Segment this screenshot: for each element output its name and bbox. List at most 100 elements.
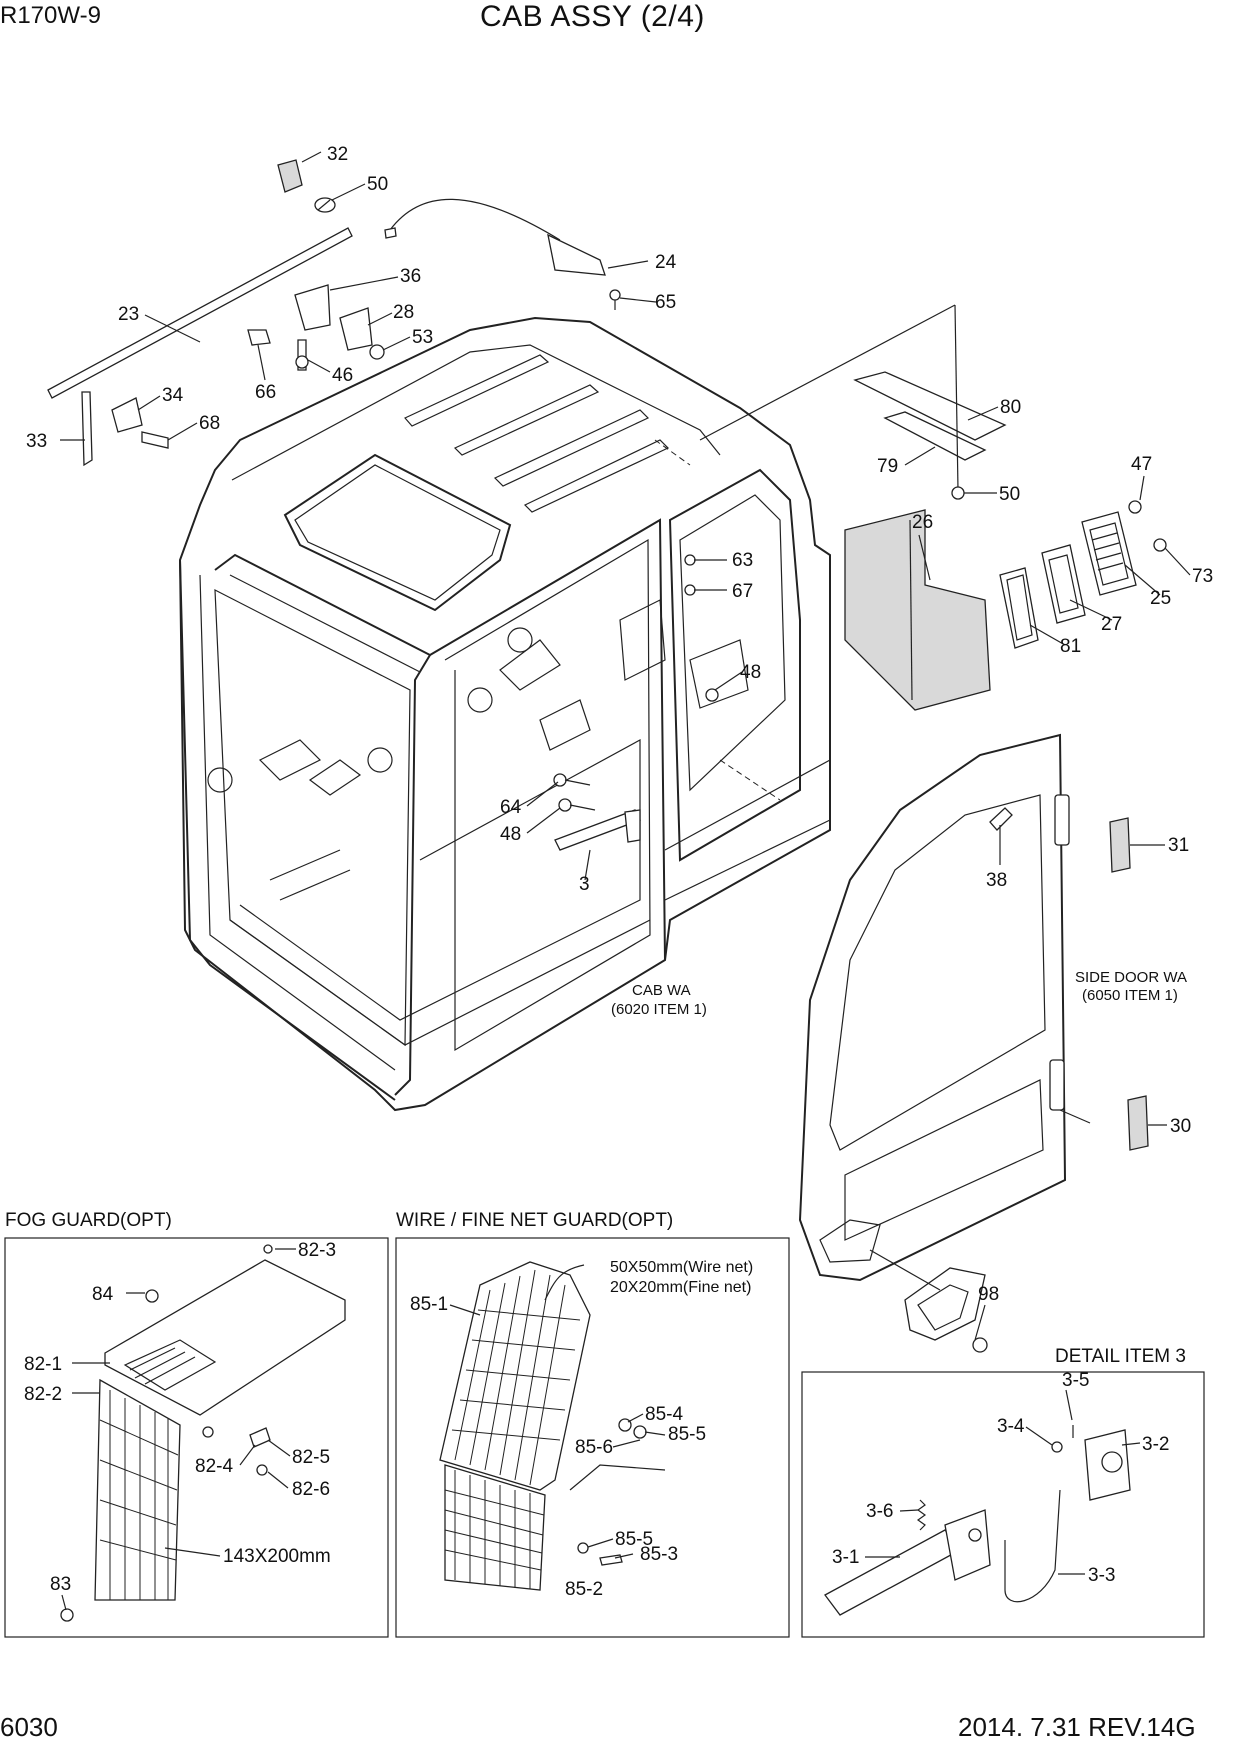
part-48-bolt <box>558 798 596 812</box>
side-door <box>798 733 1070 1282</box>
cab-frame <box>178 316 831 1112</box>
part-38-screw <box>989 807 1013 831</box>
callout-46: 46 <box>332 365 353 386</box>
fog-size-note: 143X200mm <box>223 1546 331 1567</box>
page-title: CAB ASSY (2/4) <box>480 0 705 33</box>
callout-3-3: 3-3 <box>1088 1565 1115 1586</box>
part-66-screw <box>247 329 271 346</box>
callout-24: 24 <box>655 252 677 273</box>
detail-spring <box>916 1499 927 1531</box>
callout-34: 34 <box>162 385 184 406</box>
part-32-clip <box>277 159 303 193</box>
detail-fasteners <box>1051 1425 1074 1453</box>
callout-labels: 32 50 24 65 36 28 53 23 46 66 34 68 33 8… <box>5 144 1213 1600</box>
side-door-wa-note: SIDE DOOR WA <box>1075 969 1187 986</box>
callout-85-3: 85-3 <box>640 1544 678 1565</box>
part-3-latch <box>554 809 641 851</box>
part-98-handle <box>904 1267 988 1353</box>
part-53-nut <box>369 344 385 360</box>
callout-82-2: 82-2 <box>24 1384 62 1405</box>
callout-3: 3 <box>579 874 590 895</box>
fog-guard-plate <box>104 1259 346 1416</box>
callout-81: 81 <box>1060 636 1081 657</box>
callout-98: 98 <box>978 1284 999 1305</box>
part-73-screw <box>1153 538 1167 552</box>
callout-65: 65 <box>655 292 676 313</box>
part-24-cable-box <box>384 198 606 276</box>
callout-82-3: 82-3 <box>298 1240 336 1261</box>
wire-net-panel <box>395 1237 790 1638</box>
callout-85-1: 85-1 <box>410 1294 448 1315</box>
model-code: R170W-9 <box>0 2 101 29</box>
fine-net-guard <box>444 1464 546 1591</box>
wire-net-guard <box>439 1261 591 1491</box>
callout-82-5: 82-5 <box>292 1447 330 1468</box>
cab-wa-note: CAB WA <box>632 982 691 999</box>
callout-85-5-b: 85-5 <box>615 1529 653 1550</box>
part-47-screw <box>1128 500 1142 514</box>
callout-25: 25 <box>1150 588 1171 609</box>
callout-50-b: 50 <box>999 484 1020 505</box>
callout-53: 53 <box>412 327 433 348</box>
net-hardware <box>577 1418 647 1566</box>
callout-68: 68 <box>199 413 220 434</box>
callout-3-4: 3-4 <box>997 1416 1025 1437</box>
callout-66: 66 <box>255 382 276 403</box>
detail-item-3-heading: DETAIL ITEM 3 <box>1055 1346 1186 1367</box>
callout-3-2: 3-2 <box>1142 1434 1169 1455</box>
detail-cable <box>1004 1489 1061 1603</box>
callout-84: 84 <box>92 1284 114 1305</box>
callout-85-5: 85-5 <box>668 1424 706 1445</box>
cab-wa-item: (6020 ITEM 1) <box>611 1001 707 1018</box>
callout-3-5: 3-5 <box>1062 1370 1089 1391</box>
callout-79: 79 <box>877 456 898 477</box>
callout-67: 67 <box>732 581 753 602</box>
callout-83: 83 <box>50 1574 71 1595</box>
part-36-bracket <box>294 284 331 331</box>
part-31-pad <box>1109 817 1131 873</box>
page-number: 6030 <box>0 1712 58 1742</box>
callout-30: 30 <box>1170 1116 1191 1137</box>
callout-31: 31 <box>1168 835 1189 856</box>
fog-guard-hardware <box>60 1244 273 1622</box>
part-81-seal <box>999 567 1039 649</box>
part-27-seal <box>1041 544 1086 624</box>
wire-net-heading: WIRE / FINE NET GUARD(OPT) <box>396 1210 673 1231</box>
callout-23: 23 <box>118 304 139 325</box>
callout-85-4: 85-4 <box>645 1404 683 1425</box>
part-68-screw <box>141 431 169 449</box>
detail-latch-lever <box>824 1509 991 1616</box>
callout-82-6: 82-6 <box>292 1479 330 1500</box>
leader-reference-line <box>954 304 959 491</box>
fog-guard-heading: FOG GUARD(OPT) <box>5 1210 172 1231</box>
callout-27: 27 <box>1101 614 1122 635</box>
callout-73: 73 <box>1192 566 1213 587</box>
fog-guard-screen <box>94 1378 181 1601</box>
part-50-bolt-b <box>951 486 965 500</box>
callout-32: 32 <box>327 144 348 165</box>
callout-38: 38 <box>986 870 1007 891</box>
part-48-bolt-b <box>705 688 719 702</box>
callout-48-b: 48 <box>500 824 521 845</box>
part-80-plate <box>853 371 1007 441</box>
callout-36: 36 <box>400 266 421 287</box>
part-25-vent <box>1081 511 1137 596</box>
side-door-wa-item: (6050 ITEM 1) <box>1082 987 1178 1004</box>
callout-50: 50 <box>367 174 388 195</box>
callout-85-6: 85-6 <box>575 1437 613 1458</box>
part-23-rail <box>47 227 353 467</box>
callout-3-1: 3-1 <box>832 1547 859 1568</box>
callout-85-2: 85-2 <box>565 1579 603 1600</box>
callout-64: 64 <box>500 797 522 818</box>
callout-82-4: 82-4 <box>195 1456 233 1477</box>
callout-82-1: 82-1 <box>24 1354 62 1375</box>
wire-net-size-note: 50X50mm(Wire net) <box>610 1259 753 1276</box>
callout-80: 80 <box>1000 397 1021 418</box>
part-30-pad <box>1127 1095 1149 1151</box>
part-28-bracket <box>339 307 373 351</box>
callout-47: 47 <box>1131 454 1152 475</box>
callout-26: 26 <box>912 512 933 533</box>
detail-striker <box>1084 1429 1131 1501</box>
callout-3-6: 3-6 <box>866 1501 893 1522</box>
